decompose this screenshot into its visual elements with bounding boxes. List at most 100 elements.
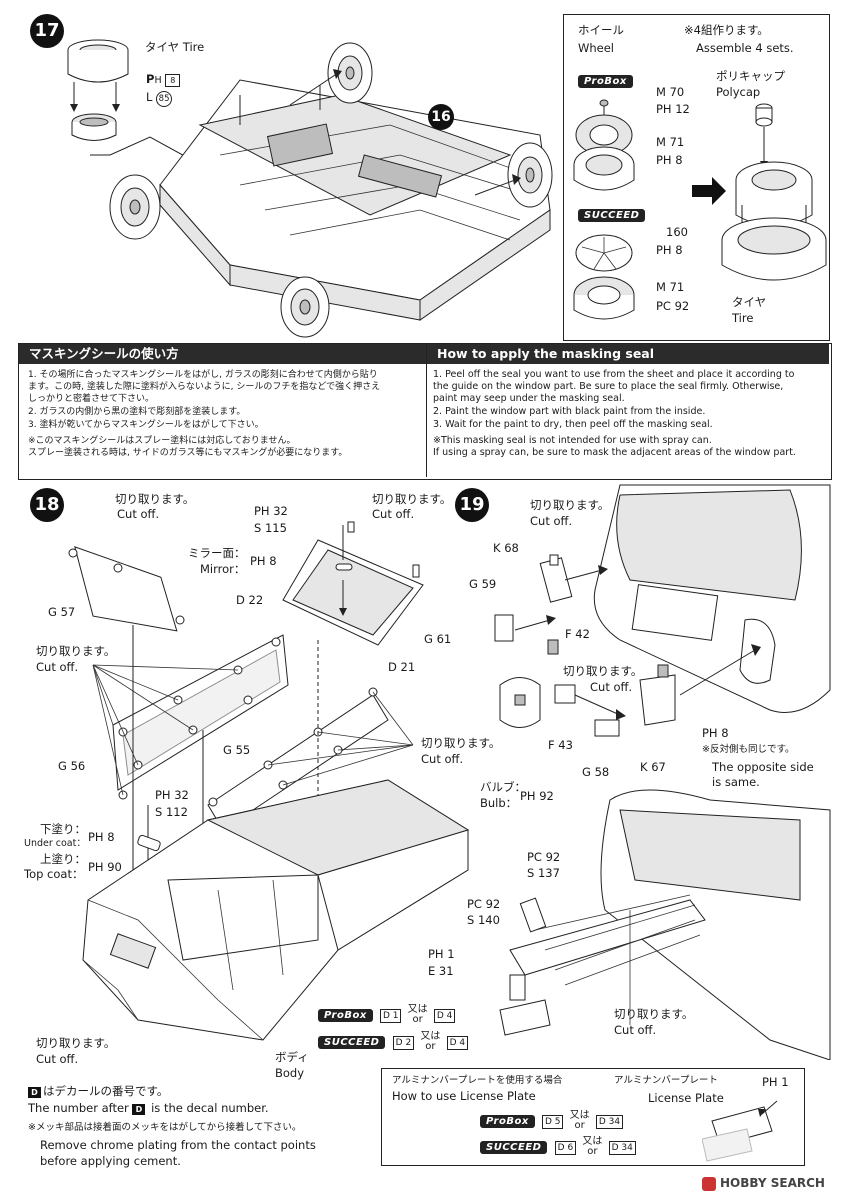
tire-assembly-illustration [67, 39, 129, 141]
step19-part-s140: S 140 [467, 913, 500, 927]
step18-cutoff-jp-1: 切り取ります。 [115, 492, 195, 506]
step17-tire-part-ph8: PH 8 [146, 72, 182, 87]
masking-jp-line: 1. その場所に合ったマスキングシールをはがし, ガラスの彫刻に合わせて内側から… [28, 370, 378, 380]
step18-cutoff-en-2: Cut off. [372, 507, 415, 521]
step18-part-g61: G 61 [424, 632, 452, 646]
license-plate-illustration [702, 1100, 778, 1162]
masking-jp-title: マスキングシールの使い方 [19, 344, 435, 364]
watermark: HOBBY SEARCH [702, 1176, 825, 1191]
masking-en-line: If using a spray can, be sure to mask th… [433, 447, 796, 458]
step18-part-g57: G 57 [48, 605, 76, 619]
step18-part-ph1: PH 1 [428, 947, 455, 961]
chassis-illustration [90, 42, 553, 338]
step18-part-ph32-b: PH 32 [155, 788, 189, 802]
step19-part-s137: S 137 [527, 866, 560, 880]
assemble-note-en: Assemble 4 sets. [696, 41, 794, 55]
step19-part-f42: F 42 [565, 627, 590, 641]
masking-jp-line: 3. 塗料が乾いてからマスキングシールをはがして下さい。 [28, 420, 264, 430]
succeed-part-pc92: PC 92 [656, 299, 690, 313]
license-plate-en: License Plate [648, 1091, 724, 1105]
masking-en-list: 1. Peel off the seal you want to use fro… [433, 369, 827, 459]
opposite-en-2: is same. [712, 775, 760, 789]
succeed-logo: SUCCEED [578, 203, 646, 222]
step19-cutoff-jp-3: 切り取ります。 [614, 1007, 694, 1021]
topcoat-en: Top coat： [24, 867, 84, 881]
tire-jp: タイヤ [732, 295, 767, 309]
masking-jp-line: しっかりと密着させて下さい。 [28, 394, 155, 404]
step17-tire-label: タイヤ Tire [145, 40, 205, 54]
step18-cutoff-en-3: Cut off. [36, 660, 79, 674]
step18-cutoff-jp-5: 切り取ります。 [36, 1036, 116, 1050]
polycap-jp: ポリキャップ [716, 69, 785, 83]
masking-jp-line: ます。この時, 塗装した際に塗料が入らないように, シールのフチを指などで強く押… [28, 382, 381, 392]
masking-jp-line: スプレー塗装される時は, サイドのガラス等にもマスキングが必要になります。 [28, 448, 348, 458]
step19-cutoff-jp-1: 切り取ります。 [530, 498, 610, 512]
license-plate-jp: アルミナンバープレート [614, 1075, 718, 1086]
step19-part-pc92-a: PC 92 [527, 850, 561, 864]
probox-part-ph8: PH 8 [656, 153, 683, 167]
opposite-jp: ※反対側も同じです。 [702, 744, 795, 755]
step18-cutoff-jp-3: 切り取ります。 [36, 644, 116, 658]
tire-en: Tire [732, 311, 754, 325]
polycap-en: Polycap [716, 85, 761, 99]
step18-illustration [68, 521, 470, 1041]
license-plate-box: アルミナンバープレートを使用する場合 How to use License Pl… [381, 1068, 805, 1166]
bulb-jp: バルブ： [480, 780, 526, 794]
bulb-en: Bulb： [480, 796, 518, 810]
step19-illustration [494, 484, 831, 1060]
topcoat-jp: 上塗り： [40, 852, 86, 866]
step19-cutoff-en-1: Cut off. [530, 514, 573, 528]
succeed-part-ph8: PH 8 [656, 243, 683, 257]
wheel-panel-illustration [573, 99, 827, 320]
step18-part-d22: D 22 [236, 593, 264, 607]
masking-jp-line: ※このマスキングシールはスプレー塗料には対応しておりません。 [28, 436, 296, 446]
undercoat-en: Under coat： [24, 838, 86, 849]
chrome-note-en-2: before applying cement. [40, 1154, 181, 1168]
step18-cutoff-en-4: Cut off. [421, 752, 464, 766]
step19-part-g59: G 59 [469, 577, 497, 591]
probox-part-m70: M 70 [656, 85, 685, 99]
masking-en-line: 3. Wait for the paint to dry, then peel … [433, 419, 713, 430]
step18-part-ph8-mirror: PH 8 [250, 554, 277, 568]
probox-part-ph12: PH 12 [656, 102, 690, 116]
masking-en-line: the guide on the window part. Be sure to… [433, 381, 784, 392]
body-en: Body [275, 1066, 305, 1080]
step19-cutoff-en-2: Cut off. [590, 680, 633, 694]
probox-logo: ProBox [578, 69, 633, 88]
body-jp: ボディ [275, 1050, 309, 1064]
step19-part-k67: K 67 [640, 760, 666, 774]
step18-part-e31: E 31 [428, 964, 454, 978]
masking-jp-list: 1. その場所に合ったマスキングシールをはがし, ガラスの彫刻に合わせて内側から… [28, 369, 422, 459]
step19-part-k68: K 68 [493, 541, 519, 555]
step19-part-ph8: PH 8 [702, 726, 729, 740]
wheel-title-en: Wheel [578, 41, 615, 55]
step18-cutoff-en-5: Cut off. [36, 1052, 79, 1066]
opposite-en-1: The opposite side [712, 760, 814, 774]
license-plate-part: PH 1 [762, 1075, 789, 1089]
step18-mirror-jp: ミラー面： [188, 546, 246, 560]
step19-part-pc92-b: PC 92 [467, 897, 501, 911]
assemble-note-jp: ※4組作ります。 [684, 23, 769, 37]
succeed-part-160: 160 [666, 225, 688, 239]
chrome-note-jp: ※メッキ部品は接着面のメッキをはがしてから接着して下さい。 [28, 1122, 302, 1133]
step18-part-s115: S 115 [254, 521, 287, 535]
step-19-number: 19 [455, 488, 489, 522]
succeed-part-m71: M 71 [656, 280, 685, 294]
masking-en-title: How to apply the masking seal [427, 344, 829, 364]
step-16-callout: 16 [428, 104, 454, 130]
step18-part-ph32-a: PH 32 [254, 504, 288, 518]
step19-part-g58: G 58 [582, 765, 610, 779]
undercoat-part-ph8: PH 8 [88, 830, 115, 844]
decal-note-en: The number after D is the decal number. [28, 1101, 269, 1115]
masking-en-line: 1. Peel off the seal you want to use fro… [433, 369, 795, 380]
step-17-number: 17 [30, 14, 64, 48]
wheel-title-jp: ホイール [578, 23, 624, 37]
step18-cutoff-jp-4: 切り取ります。 [421, 736, 501, 750]
masking-en-line: paint may seep under the masking seal. [433, 393, 625, 404]
step19-part-f43: F 43 [548, 738, 573, 752]
